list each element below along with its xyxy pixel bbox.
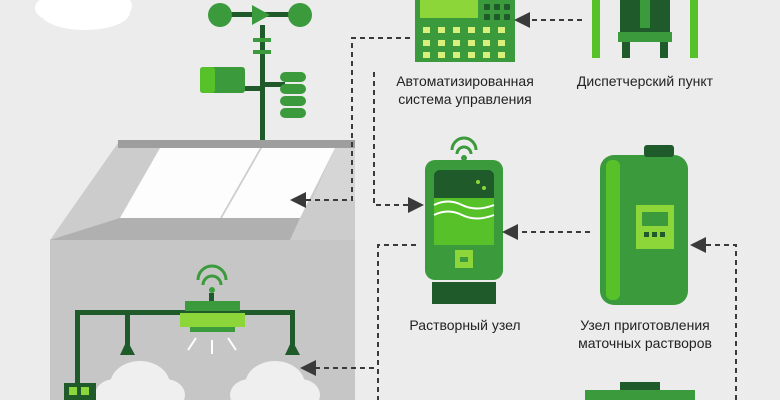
dispatcher-icon bbox=[592, 0, 698, 58]
cloud-icon bbox=[35, 0, 132, 30]
stock-solution-tank-icon bbox=[600, 145, 688, 305]
wireless-lamp-icon bbox=[180, 264, 245, 354]
label-line: Узел приготовления bbox=[580, 317, 710, 333]
label-dispatch-point: Диспетчерский пункт bbox=[560, 72, 730, 90]
label-automated-control-system: Автоматизированная система управления bbox=[385, 72, 545, 108]
label-line: Автоматизированная bbox=[396, 73, 534, 89]
mist-cloud-icon bbox=[95, 361, 185, 400]
control-panel-icon bbox=[415, 0, 515, 62]
storage-tank-icon bbox=[585, 382, 695, 400]
field-controller-icon bbox=[64, 383, 96, 400]
irrigation-pipes bbox=[75, 310, 300, 390]
weather-station-icon bbox=[200, 3, 312, 140]
label-line: Диспетчерский пункт bbox=[576, 73, 714, 89]
label-line: маточных растворов bbox=[578, 335, 712, 351]
label-line: Растворный узел bbox=[409, 317, 521, 333]
label-stock-solution-unit: Узел приготовления маточных растворов bbox=[565, 316, 725, 352]
label-solution-unit: Растворный узел bbox=[390, 316, 540, 334]
solution-unit-icon bbox=[425, 136, 503, 304]
connector-lines bbox=[290, 12, 737, 400]
mist-cloud-icon bbox=[230, 361, 320, 400]
label-line: система управления bbox=[398, 91, 532, 107]
